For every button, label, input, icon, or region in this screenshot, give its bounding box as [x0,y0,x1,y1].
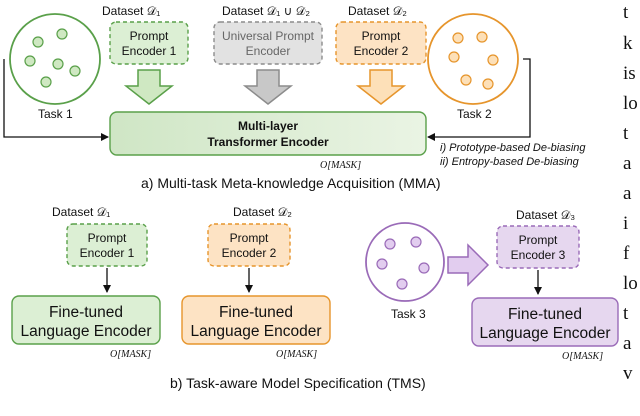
finetuned-2-line1: Fine-tuned [219,304,293,321]
orange-block-arrow [355,69,407,105]
dataset2-label: Dataset 𝒟₂ [348,4,407,18]
task3-cluster [365,222,445,302]
tms-prompt-encoder-2-line1: Prompt [230,231,269,245]
task1-connector [3,59,109,141]
universal-prompt-encoder-box: Universal Prompt Encoder [213,21,323,65]
gray-block-arrow [242,69,294,105]
side-letter: a [623,153,632,174]
side-letter: t [623,2,629,23]
debias-entropy-text: ii) Entropy-based De-biasing [440,156,580,168]
tms-prompt-encoder-3-box: Prompt Encoder 3 [496,225,580,269]
side-letter: i [623,213,628,234]
side-letter: is [623,63,636,84]
side-letter: a [623,333,632,354]
tms-prompt-encoder-2-box: Prompt Encoder 2 [207,223,291,267]
tms-prompt-encoder-3-line1: Prompt [519,233,558,247]
caption-a: a) Multi-task Meta-knowledge Acquisition… [141,175,441,191]
tms-dataset2-label: Dataset 𝒟₂ [233,205,292,219]
debias-prototype-text: i) Prototype-based De-biasing [440,142,586,154]
tms-output-label-2: O[MASK] [276,349,317,360]
tms-prompt-encoder-3-line2: Encoder 3 [511,248,566,262]
prompt-encoder-1-line1: Prompt [130,29,169,43]
side-letter: t [623,303,629,324]
side-letter: lo [623,93,638,114]
tms-output-label-3: O[MASK] [562,351,603,362]
cropped-side-text: t k is lo t a a i f lo t a v [623,2,638,384]
finetuned-1-line2: Language Encoder [20,323,151,340]
dataset-union-label: Dataset 𝒟₁ ∪ 𝒟₂ [222,4,310,18]
universal-encoder-line2: Encoder [246,44,291,58]
task1-label: Task 1 [38,107,73,121]
task3-label: Task 3 [391,307,426,321]
prompt-encoder-1-box: Prompt Encoder 1 [109,21,189,65]
prompt-encoder-2-box: Prompt Encoder 2 [335,21,427,65]
task1-cluster [9,13,101,105]
finetuned-3-line2: Language Encoder [479,325,610,342]
side-letter: f [623,243,630,264]
universal-encoder-line1: Universal Prompt [222,29,315,43]
side-letter: lo [623,273,638,294]
finetuned-encoder-1-box: Fine-tuned Language Encoder [11,295,161,345]
tms-dataset1-label: Dataset 𝒟₁ [52,205,110,219]
side-letter: k [623,33,633,54]
tms-prompt-encoder-2-line2: Encoder 2 [222,246,277,260]
tms-prompt-encoder-1-line1: Prompt [88,231,127,245]
tms-dataset3-label: Dataset 𝒟₃ [516,208,575,222]
finetuned-2-line2: Language Encoder [190,323,321,340]
mma-output-label: O[MASK] [320,160,361,171]
prompt-encoder-1-line2: Encoder 1 [122,44,177,58]
task2-cluster [427,13,519,105]
side-letter: a [623,183,632,204]
prompt-encoder-2-line2: Encoder 2 [354,44,409,58]
side-letter: t [623,123,629,144]
finetuned-encoder-2-box: Fine-tuned Language Encoder [181,295,331,345]
task2-connector [427,58,531,141]
prompt-encoder-2-line1: Prompt [362,29,401,43]
finetuned-1-line1: Fine-tuned [49,304,123,321]
transformer-line2: Transformer Encoder [207,135,329,149]
task2-label: Task 2 [457,107,492,121]
tms-prompt-encoder-1-line2: Encoder 1 [80,246,135,260]
tms-output-label-1: O[MASK] [110,349,151,360]
side-letter: v [623,363,633,384]
transformer-line1: Multi-layer [238,119,298,133]
caption-b: b) Task-aware Model Specification (TMS) [170,375,426,391]
transformer-encoder-box: Multi-layer Transformer Encoder [109,111,427,156]
purple-block-arrow [447,243,490,287]
tms-prompt-encoder-1-box: Prompt Encoder 1 [66,223,148,267]
finetuned-encoder-3-box: Fine-tuned Language Encoder [471,297,619,347]
dataset1-label: Dataset 𝒟₁ [102,4,160,18]
finetuned-3-line1: Fine-tuned [508,306,582,323]
green-block-arrow [123,69,175,105]
